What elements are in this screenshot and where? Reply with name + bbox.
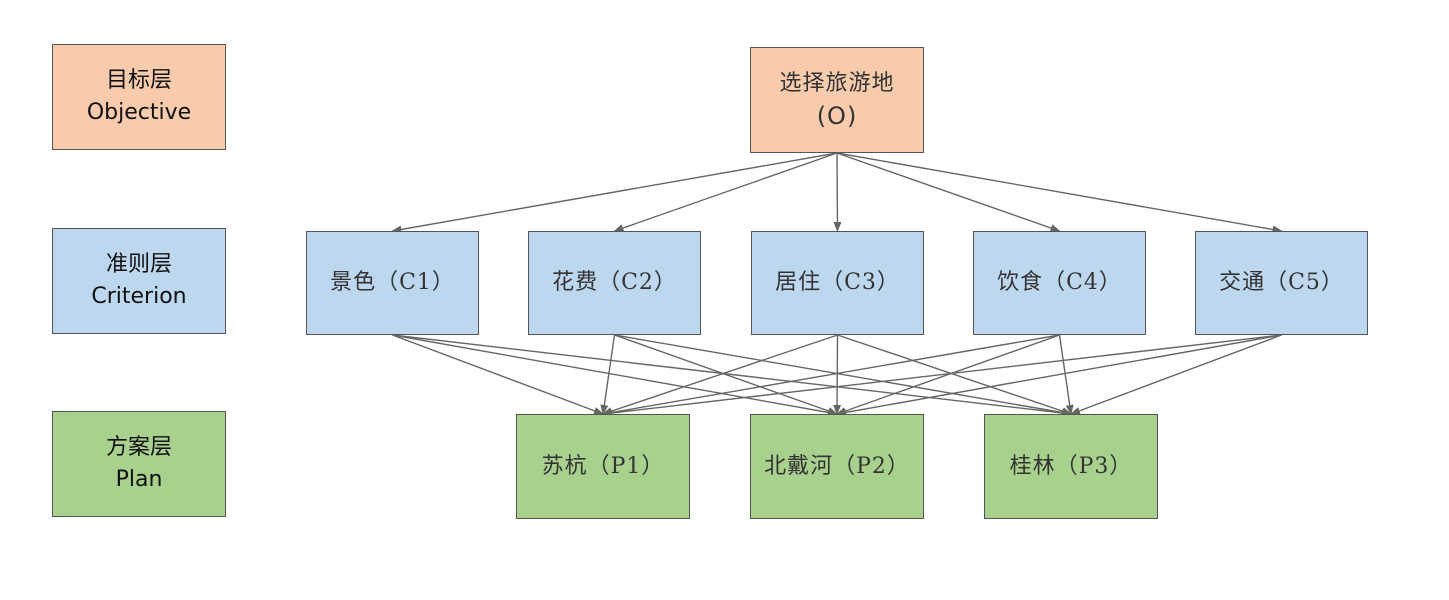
criterion-label: 交通（C5） bbox=[1219, 270, 1344, 295]
criterion-plan-arrow-c4-p3 bbox=[1058, 334, 1074, 415]
legend-criterion-en: Criterion bbox=[91, 284, 187, 309]
legend-objective-en: Objective bbox=[86, 100, 192, 125]
criterion-plan-arrow-c5-p2 bbox=[836, 334, 1282, 417]
plan-node-p1: 苏杭（P1） bbox=[516, 414, 690, 519]
criterion-node-c4: 饮食（C4） bbox=[973, 231, 1146, 335]
criterion-node-c5: 交通（C5） bbox=[1195, 231, 1368, 335]
legend-objective-zh: 目标层 bbox=[105, 68, 172, 93]
criterion-plan-arrow-c2-p1 bbox=[600, 334, 616, 415]
criterion-plan-arrow-c5-p3 bbox=[1070, 334, 1282, 415]
criterion-node-c3: 居住（C3） bbox=[751, 231, 924, 335]
plan-node-p3: 桂林（P3） bbox=[984, 414, 1158, 519]
criterion-label: 景色（C1） bbox=[330, 270, 455, 295]
goal-label: 选择旅游地 bbox=[779, 71, 895, 96]
legend-criterion-zh: 准则层 bbox=[105, 252, 172, 277]
legend-criterion-layer: 准则层 Criterion bbox=[52, 228, 226, 334]
criterion-plan-arrow-c1-p3 bbox=[392, 334, 1072, 417]
legend-plan-zh: 方案层 bbox=[105, 435, 172, 460]
legend-plan-en: Plan bbox=[115, 467, 163, 492]
goal-code: (O) bbox=[816, 102, 858, 130]
criterion-plan-arrow-c3-p1 bbox=[602, 334, 838, 415]
criterion-plan-arrow-c2-p3 bbox=[614, 334, 1072, 417]
plan-label: 苏杭（P1） bbox=[541, 453, 665, 479]
criterion-node-c1: 景色（C1） bbox=[306, 231, 479, 335]
criterion-node-c2: 花费（C2） bbox=[528, 231, 701, 335]
criterion-plan-arrow-c2-p2 bbox=[614, 334, 838, 415]
goal-criterion-arrow-o-c2 bbox=[613, 152, 838, 232]
criterion-plan-arrow-c3-p3 bbox=[837, 334, 1072, 415]
criterion-label: 花费（C2） bbox=[552, 270, 677, 295]
criterion-plan-arrow-c4-p1 bbox=[602, 334, 1060, 417]
goal-criterion-arrow-o-c4 bbox=[836, 152, 1061, 232]
plan-node-p2: 北戴河（P2） bbox=[750, 414, 924, 519]
goal-criterion-arrow-o-c3 bbox=[833, 152, 842, 232]
legend-plan-layer: 方案层 Plan bbox=[52, 411, 226, 517]
criterion-plan-arrow-c5-p1 bbox=[602, 334, 1282, 417]
criterion-label: 饮食（C4） bbox=[997, 270, 1122, 295]
plan-label: 桂林（P3） bbox=[1009, 453, 1133, 479]
criterion-plan-arrow-c1-p1 bbox=[392, 334, 604, 415]
criterion-label: 居住（C3） bbox=[775, 270, 900, 295]
criterion-plan-arrow-c1-p2 bbox=[392, 334, 838, 417]
criterion-plan-arrow-c3-p2 bbox=[833, 334, 842, 415]
legend-objective-layer: 目标层 Objective bbox=[52, 44, 226, 150]
plan-label: 北戴河（P2） bbox=[764, 453, 910, 479]
goal-criterion-arrow-o-c5 bbox=[836, 152, 1283, 234]
goal-node: 选择旅游地 (O) bbox=[750, 47, 924, 153]
goal-criterion-arrow-o-c1 bbox=[391, 152, 838, 234]
